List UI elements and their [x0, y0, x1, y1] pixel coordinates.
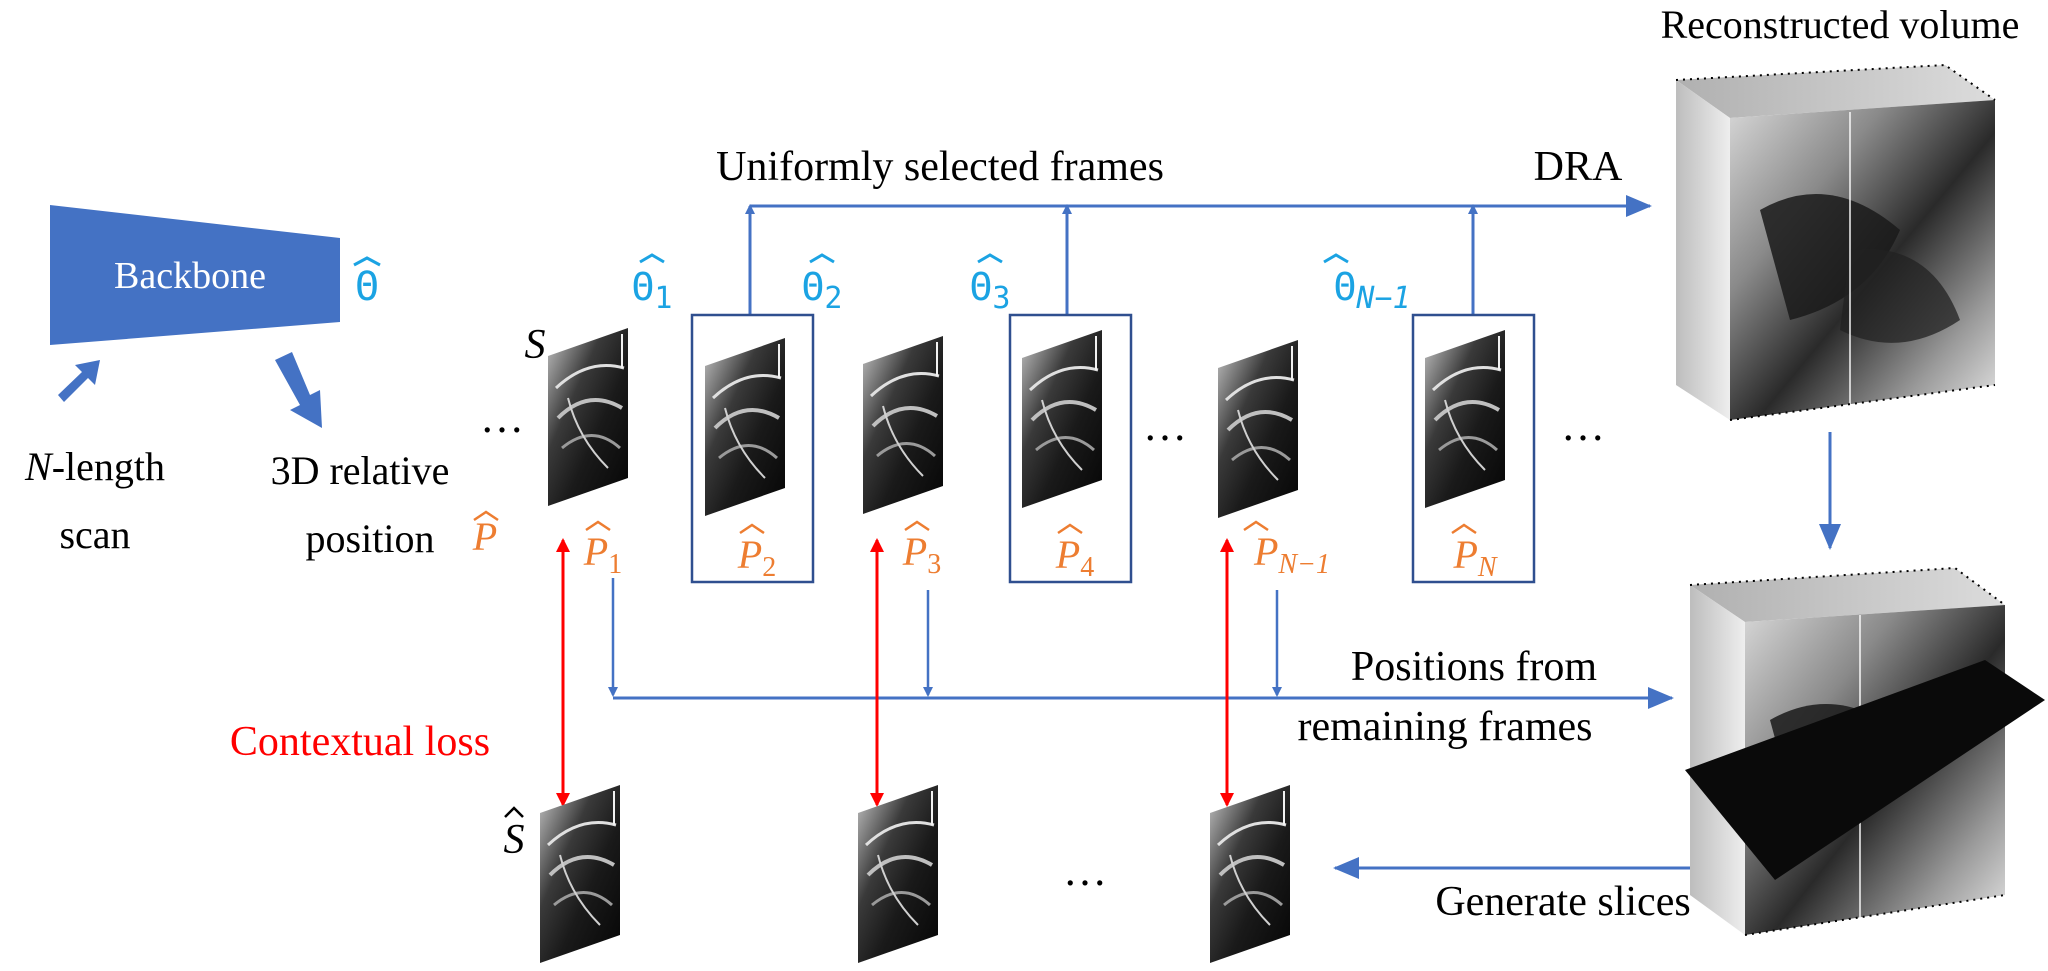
theta-3-sub: 3 [992, 281, 1010, 316]
theta-hat-main: Θ [355, 264, 379, 310]
p-label-1: P1 [583, 520, 622, 580]
theta-label-2: Θ2 [802, 253, 843, 316]
s-hat-caret [504, 806, 524, 818]
slice-2 [856, 783, 940, 965]
reconstructed-volume-label: Reconstructed volume [1661, 2, 2020, 47]
ellipsis-bottom: … [1063, 846, 1107, 895]
pn1-letter: P [1253, 529, 1278, 574]
svg-text:Θ1: Θ1 [632, 265, 673, 316]
ellipsis-right: … [1561, 401, 1605, 450]
input-scan-label-line2: scan [59, 512, 130, 557]
p1-sub: 1 [608, 549, 622, 580]
n-length-suffix: -length [52, 444, 165, 489]
p2-sub: 2 [762, 552, 776, 583]
p-label-4: P4 [1055, 523, 1094, 583]
svg-text:P3: P3 [902, 529, 941, 580]
theta-1-symbol: Θ [632, 265, 655, 309]
pn-letter: P [1452, 532, 1477, 577]
p-hat-main-caret [473, 510, 499, 522]
output-arrow [275, 352, 322, 428]
selected-box-2 [690, 313, 815, 584]
svg-text:PN−1: PN−1 [1253, 529, 1330, 580]
s-label: S [525, 322, 546, 368]
uniform-frames-label: Uniformly selected frames [716, 144, 1164, 190]
positions-label-line1: Positions from [1351, 644, 1598, 690]
frame-n1 [1216, 338, 1300, 520]
frame-4 [1020, 328, 1104, 510]
input-arrow [58, 360, 100, 402]
p-hat-main: P [472, 514, 497, 559]
positions-label-line2: remaining frames [1297, 704, 1592, 750]
theta-2-sub: 2 [824, 281, 842, 316]
n-italic: N [24, 444, 54, 489]
p3-letter: P [902, 529, 927, 574]
theta-label-3: Θ3 [970, 253, 1011, 316]
ellipsis-mid: … [1143, 401, 1187, 450]
s-hat-label: S [504, 817, 525, 863]
s-hat-letter: S [504, 817, 525, 863]
dra-label: DRA [1534, 144, 1623, 190]
ellipsis-left: … [480, 393, 524, 442]
svg-text:P4: P4 [1055, 532, 1094, 583]
p-label-3: P3 [902, 520, 941, 580]
svg-text:P1: P1 [583, 529, 622, 580]
frame-n [1423, 328, 1507, 510]
theta-3-symbol: Θ [970, 265, 993, 309]
p-label-2: P2 [737, 523, 776, 583]
theta-label-1: Θ1 [632, 253, 673, 316]
p4-sub: 4 [1080, 552, 1094, 583]
theta-1-sub: 1 [654, 281, 672, 316]
theta-n1-symbol: Θ [1333, 265, 1356, 309]
p4-letter: P [1055, 532, 1080, 577]
svg-text:PN: PN [1452, 532, 1497, 583]
theta-n1-sub: N−1 [1355, 281, 1410, 316]
contextual-loss-label: Contextual loss [230, 719, 490, 765]
frame-1 [546, 326, 630, 508]
slicing-plane [1685, 660, 2045, 880]
svg-text:Θ3: Θ3 [970, 265, 1011, 316]
p-hat-main-letter: P [472, 514, 497, 559]
frame-3 [861, 334, 945, 516]
reconstructed-volume-bottom [1685, 566, 2045, 936]
backbone-label: Backbone [114, 255, 266, 297]
p2-letter: P [737, 532, 762, 577]
selected-box-4 [1008, 313, 1133, 584]
reconstructed-volume-top [1675, 63, 1996, 421]
output-position-label-line2: position [306, 516, 435, 561]
slice-3 [1208, 783, 1292, 965]
backbone-block [50, 205, 340, 345]
pn1-sub: N−1 [1277, 549, 1330, 580]
theta-2-symbol: Θ [802, 265, 825, 309]
p-label-n: PN [1451, 523, 1498, 583]
selected-box-n [1411, 313, 1536, 584]
theta-symbol: Θ [355, 264, 379, 310]
theta-label-n1: ΘN−1 [1323, 253, 1411, 316]
p1-letter: P [583, 529, 608, 574]
pn-sub: N [1477, 552, 1498, 583]
p3-sub: 3 [927, 549, 941, 580]
svg-text:P2: P2 [737, 532, 776, 583]
svg-text:Θ2: Θ2 [802, 265, 843, 316]
svg-text:ΘN−1: ΘN−1 [1333, 265, 1410, 316]
slice-1 [538, 783, 622, 965]
p-label-n1: PN−1 [1243, 520, 1330, 580]
output-position-label: 3D relative [271, 448, 450, 493]
input-scan-label: N-length [24, 444, 165, 489]
generate-slices-label: Generate slices [1435, 879, 1690, 925]
frame-2 [703, 336, 787, 518]
theta-hat-caret [353, 256, 381, 267]
